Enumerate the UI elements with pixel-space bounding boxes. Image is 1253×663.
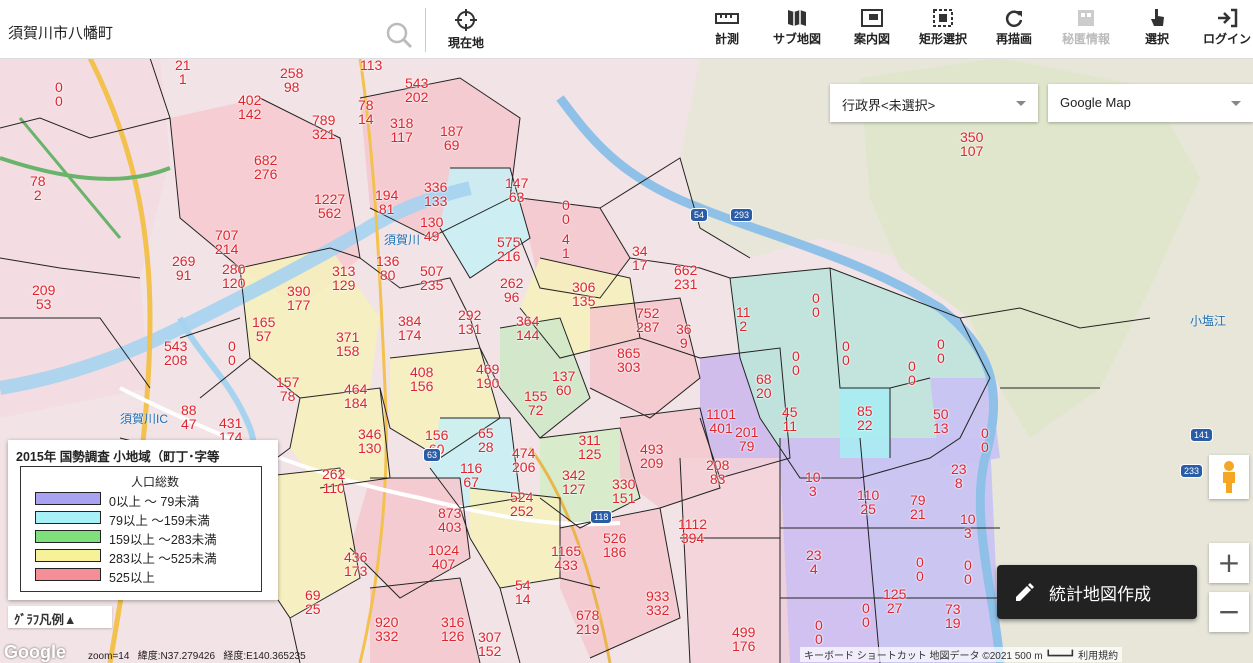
base-map-select[interactable]: Google Map	[1048, 84, 1253, 122]
current-location-label: 現在地	[447, 36, 484, 50]
search-input[interactable]: 須賀川市八幡町	[8, 25, 114, 42]
chevron-down-icon	[1231, 101, 1241, 106]
pegman-icon	[1223, 461, 1235, 493]
toolbar-divider	[425, 8, 426, 52]
tool-measure[interactable]: 計測	[698, 4, 756, 56]
current-location-button[interactable]: 現在地	[437, 4, 495, 56]
stat-map-create-label: 統計地図作成	[1049, 585, 1151, 604]
route-shield: 54	[690, 208, 709, 222]
crosshair-icon	[455, 9, 477, 31]
admin-boundary-value: 行政界<未選択>	[842, 98, 936, 113]
rect-select-icon	[933, 9, 953, 27]
top-toolbar: 須賀川市八幡町 現在地 計測 サブ地図	[0, 0, 1253, 59]
legend-label: 0以上 ～ 79未満	[109, 495, 200, 509]
google-logo: Google	[4, 642, 66, 662]
admin-boundary-select[interactable]: 行政界<未選択>	[830, 84, 1038, 122]
tool-redraw[interactable]: 再描画	[985, 4, 1043, 56]
search-box[interactable]: 須賀川市八幡町	[0, 8, 425, 52]
zoom-level: zoom=14	[88, 651, 130, 662]
longitude: 経度:E140.365235	[223, 651, 306, 662]
legend-swatch	[35, 511, 101, 524]
guide-map-icon	[861, 9, 883, 27]
tool-rect-select[interactable]: 矩形選択	[914, 4, 972, 56]
place-label: 須賀川	[384, 233, 421, 247]
pencil-icon	[1016, 583, 1034, 601]
legend-title: 2015年 国勢調査 小地域（町丁･字等	[16, 450, 220, 464]
coordinate-readout: zoom=14 緯度:N37.279426 経度:E140.365235	[88, 647, 306, 662]
refresh-icon	[1005, 10, 1023, 27]
zoom-in-button[interactable]: +	[1209, 543, 1249, 583]
login-icon	[1218, 8, 1238, 28]
legend-box: 人口総数 0以上 ～ 79未満 79以上 ～159未満 159以上 ～283未満…	[20, 466, 262, 592]
tool-label: 計測	[714, 32, 739, 46]
tool-label: 選択	[1144, 32, 1169, 46]
map-attribution[interactable]: キーボード ショートカット 地図データ ©2021 500 m ┗━━━┛ 利用…	[800, 647, 1123, 662]
tool-label: 矩形選択	[918, 32, 967, 46]
route-shield: 63	[423, 448, 442, 462]
stat-map-create-button[interactable]: 統計地図作成	[997, 565, 1197, 619]
street-view-button[interactable]	[1209, 455, 1249, 499]
tool-label: ログイン	[1202, 32, 1251, 46]
route-shield: 141	[1190, 428, 1214, 442]
tool-submap[interactable]: サブ地図	[768, 4, 826, 56]
zoom-out-button[interactable]: −	[1209, 592, 1249, 632]
legend-label: 525以上	[109, 571, 155, 585]
tool-select[interactable]: 選択	[1128, 4, 1186, 56]
legend-swatch	[35, 549, 101, 562]
tool-label: 案内図	[853, 32, 890, 46]
graph-legend-toggle[interactable]: ｸﾞﾗﾌ凡例▲	[8, 606, 112, 628]
pointer-icon	[1151, 9, 1164, 26]
tool-label: サブ地図	[772, 32, 821, 46]
latitude: 緯度:N37.279426	[137, 651, 216, 662]
tool-secret-info[interactable]: 秘匿情報	[1057, 4, 1115, 56]
secret-info-icon	[1078, 10, 1094, 26]
search-icon[interactable]	[384, 20, 414, 50]
legend-swatch	[35, 530, 101, 543]
legend-label: 283以上 ～525未満	[109, 552, 217, 566]
place-label: 小塩江	[1190, 314, 1227, 328]
map-icon	[788, 10, 806, 26]
legend-header: 人口総数	[131, 475, 180, 489]
ruler-icon	[715, 13, 739, 24]
status-bar: Google zoom=14 緯度:N37.279426 経度:E140.365…	[0, 641, 1253, 663]
route-shield: 293	[730, 208, 754, 222]
route-shield: 233	[1180, 464, 1204, 478]
legend-swatch	[35, 568, 101, 581]
chevron-down-icon	[1016, 101, 1026, 106]
place-label: 須賀川IC	[120, 412, 169, 426]
route-shield: 118	[590, 510, 613, 524]
tool-login[interactable]: ログイン	[1198, 4, 1253, 56]
tool-guide-map[interactable]: 案内図	[843, 4, 901, 56]
map-base-layer	[0, 58, 1253, 663]
legend-swatch	[35, 492, 101, 505]
base-map-value: Google Map	[1060, 95, 1131, 110]
legend-label: 159以上 ～283未満	[109, 533, 217, 547]
tool-label: 再描画	[995, 32, 1032, 46]
legend-panel: 2015年 国勢調査 小地域（町丁･字等 人口総数 0以上 ～ 79未満 79以…	[8, 440, 278, 600]
legend-label: 79以上 ～159未満	[109, 514, 210, 528]
tool-label: 秘匿情報	[1061, 32, 1110, 46]
